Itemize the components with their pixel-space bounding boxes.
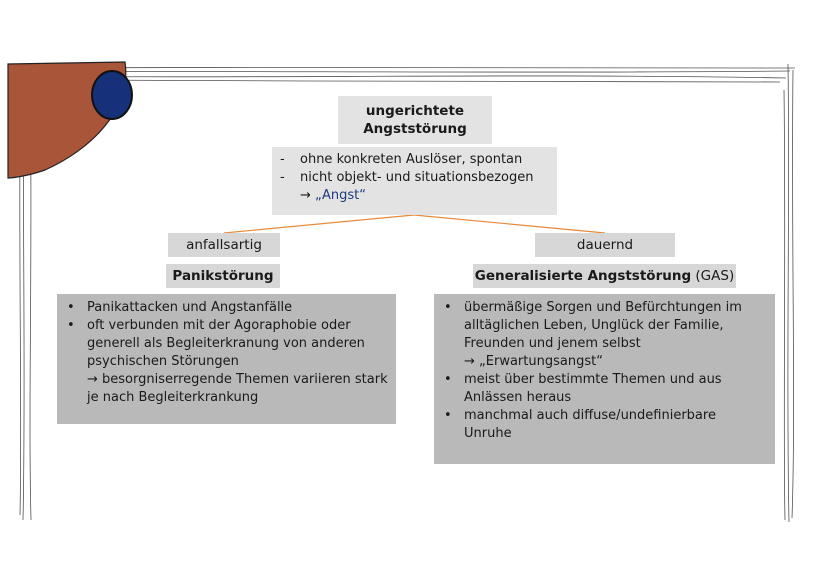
right-branch-label: dauernd bbox=[535, 233, 675, 257]
right-heading-suffix: (GAS) bbox=[691, 268, 735, 284]
root-description-box: -ohne konkreten Auslöser, spontan -nicht… bbox=[272, 147, 557, 215]
desc-arrow-line: → „Angst“ bbox=[280, 187, 549, 205]
arrow-prefix: → bbox=[300, 188, 316, 203]
right-arrow-note: → „Erwartungsangst“ bbox=[464, 354, 603, 369]
pin-decoration bbox=[7, 61, 133, 179]
angst-term: „Angst“ bbox=[315, 188, 366, 203]
list-item: •Panikattacken und Angstanfälle bbox=[67, 300, 293, 315]
left-branch-heading: Panikstörung bbox=[166, 264, 280, 288]
right-branch-heading: Generalisierte Angststörung (GAS) bbox=[473, 264, 736, 288]
right-branch-content: •übermäßige Sorgen und Befürchtungen im … bbox=[434, 294, 775, 464]
list-item: •manchmal auch diffuse/undefinierbare Un… bbox=[444, 408, 716, 441]
root-title-line1: ungerichtete bbox=[365, 103, 465, 119]
list-item: •meist über bestimmte Themen und aus Anl… bbox=[444, 372, 722, 405]
list-item: •oft verbunden mit der Agoraphobie oder … bbox=[67, 318, 365, 369]
desc-item: -ohne konkreten Auslöser, spontan bbox=[280, 152, 523, 167]
root-title-line2: Angststörung bbox=[363, 121, 467, 137]
left-branch-label: anfallsartig bbox=[168, 233, 280, 257]
tree-connectors bbox=[223, 214, 606, 234]
left-arrow-note: → besorgniserregende Themen variieren st… bbox=[87, 372, 388, 405]
list-item: •übermäßige Sorgen und Befürchtungen im … bbox=[444, 300, 742, 351]
root-title-box: ungerichtete Angststörung bbox=[338, 96, 492, 144]
desc-item: -nicht objekt- und situationsbezogen bbox=[280, 170, 534, 185]
left-branch-content: •Panikattacken und Angstanfälle •oft ver… bbox=[57, 294, 396, 424]
right-heading-text: Generalisierte Angststörung bbox=[474, 268, 692, 284]
